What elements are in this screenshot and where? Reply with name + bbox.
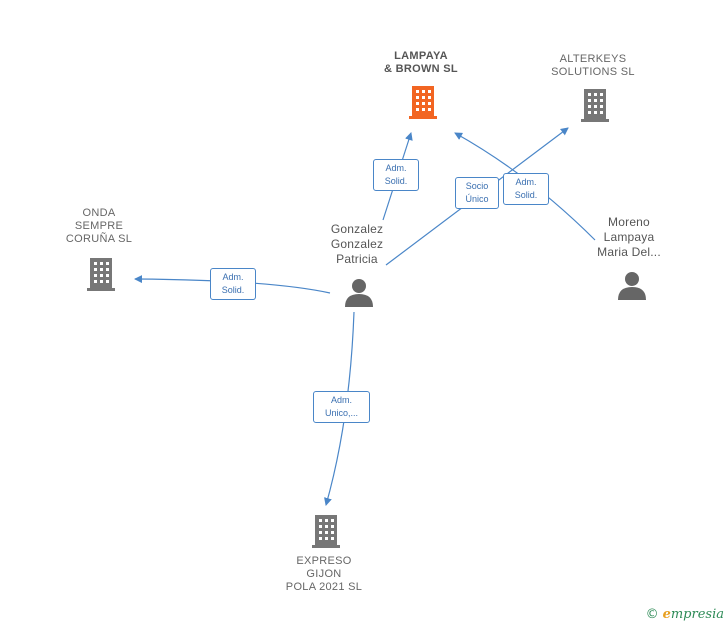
- company-label-onda[interactable]: ONDA SEMPRE CORUÑA SL: [65, 207, 133, 245]
- edge-label-adm-unico-expreso[interactable]: Adm. Unico,...: [313, 391, 370, 423]
- brand-name: mpresia: [670, 607, 724, 622]
- copyright-watermark: ©empresia: [646, 607, 724, 622]
- building-icon-expreso[interactable]: [310, 513, 342, 549]
- person-icon-gonzalez[interactable]: [344, 277, 374, 307]
- company-label-lampaya[interactable]: LAMPAYA & BROWN SL: [384, 50, 458, 75]
- person-label-gonzalez[interactable]: Gonzalez Gonzalez Patricia: [330, 222, 384, 266]
- person-label-moreno[interactable]: Moreno Lampaya Maria Del...: [597, 215, 661, 259]
- building-icon-alterkeys[interactable]: [579, 87, 611, 123]
- edge-label-adm-solid-lampaya[interactable]: Adm. Solid.: [373, 159, 419, 191]
- building-icon-onda[interactable]: [85, 256, 117, 292]
- company-label-expreso[interactable]: EXPRESO GIJON POLA 2021 SL: [285, 555, 363, 593]
- building-icon-lampaya[interactable]: [407, 84, 439, 120]
- edge-label-adm-solid-alterkeys[interactable]: Adm. Solid.: [503, 173, 549, 205]
- company-label-alterkeys[interactable]: ALTERKEYS SOLUTIONS SL: [551, 53, 635, 78]
- person-icon-moreno[interactable]: [617, 270, 647, 300]
- edge-label-socio-unico[interactable]: Socio Único: [455, 177, 499, 209]
- brand-initial: e: [662, 607, 671, 622]
- edge-label-adm-solid-onda[interactable]: Adm. Solid.: [210, 268, 256, 300]
- copyright-symbol: ©: [645, 607, 659, 622]
